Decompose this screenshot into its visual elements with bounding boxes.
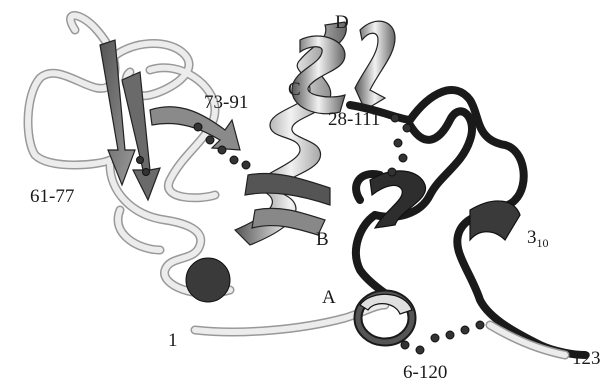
helix-a: [358, 294, 412, 342]
label-helix-310: 310: [527, 227, 549, 250]
label-helix-310-main: 3: [527, 227, 537, 248]
label-helix-d: D: [335, 12, 349, 33]
label-c-terminus: 123: [572, 348, 601, 369]
label-n-terminus: 1: [168, 330, 178, 351]
label-disulfide-73-91: 73-91: [204, 92, 248, 113]
label-disulfide-28-111: 28-111: [328, 109, 380, 130]
c-terminal-tail: [490, 325, 565, 355]
label-disulfide-61-77: 61-77: [30, 186, 74, 207]
label-helix-a: A: [322, 287, 336, 308]
label-helix-310-sub: 10: [537, 236, 549, 250]
label-helix-b: B: [316, 229, 329, 250]
ion-sphere: [186, 258, 230, 302]
label-disulfide-6-120: 6-120: [403, 362, 447, 382]
dark-helices: [370, 171, 520, 240]
label-helix-c: C: [288, 79, 301, 100]
